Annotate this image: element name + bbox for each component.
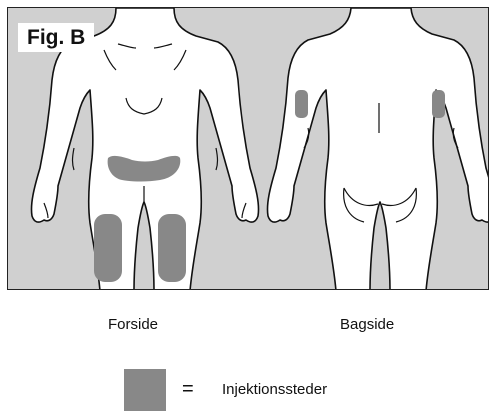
back-body-outline [267,8,489,290]
injection-site-left-thigh [94,214,122,282]
back-caption: Bagside [340,316,394,333]
legend-equals-sign: = [182,378,194,401]
legend: = Injektionssteder [124,369,414,411]
figure-label: Fig. B [18,23,94,52]
back-body [267,8,489,290]
injection-site-right-upper-arm [432,90,445,118]
figure-panel: Fig. B [7,7,489,290]
legend-label: Injektionssteder [222,381,327,398]
injection-site-left-upper-arm [295,90,308,118]
injection-site-right-thigh [158,214,186,282]
legend-swatch [124,369,166,411]
front-caption: Forside [108,316,158,333]
